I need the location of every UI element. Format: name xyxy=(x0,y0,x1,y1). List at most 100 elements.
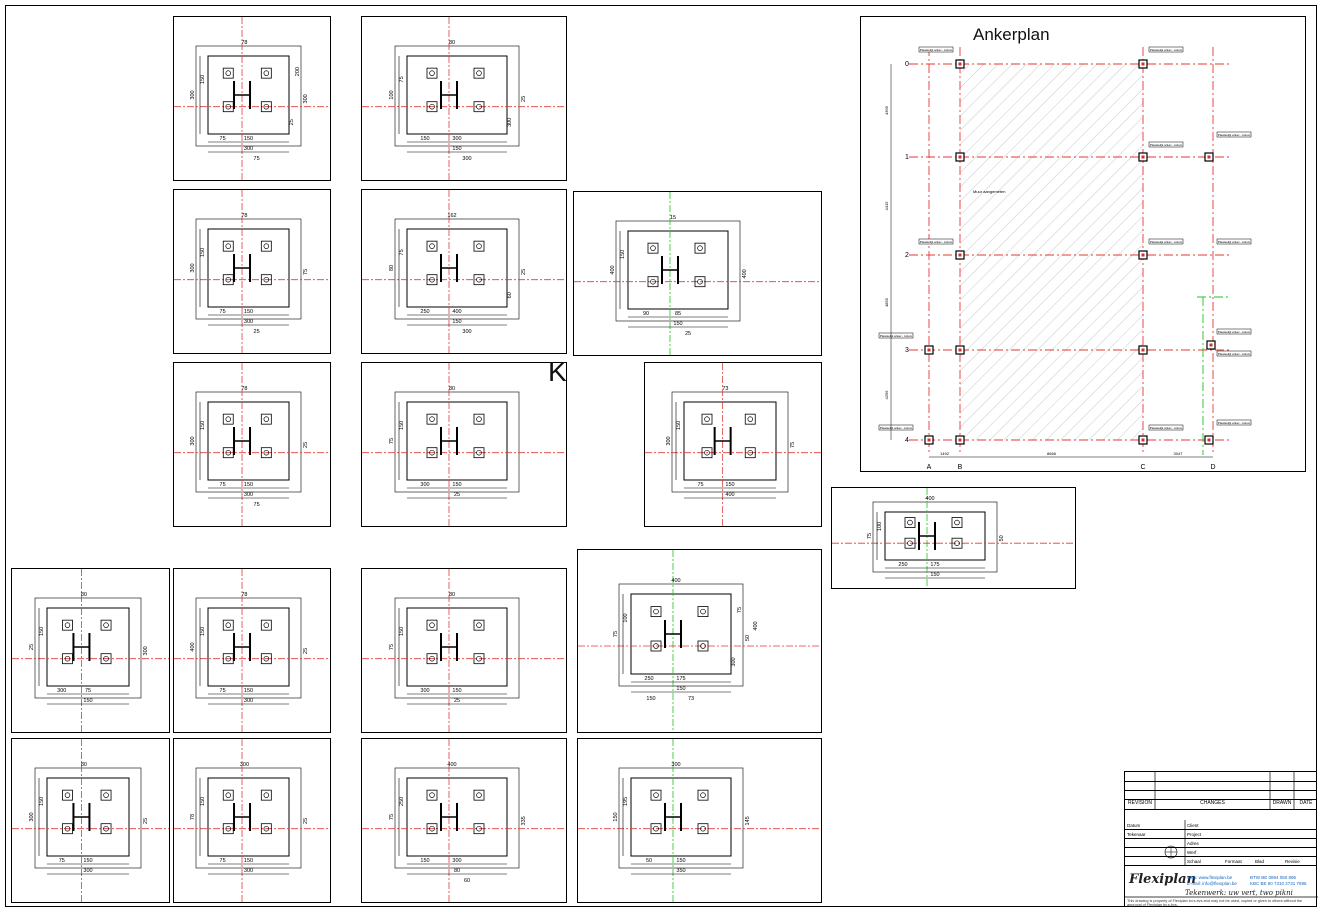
anchor-bolt-square xyxy=(647,242,659,254)
anchor-bolt-hole xyxy=(747,449,753,456)
dimension-label: 150 xyxy=(452,319,461,325)
dimension-label: 25 xyxy=(521,96,527,102)
anchor-bolt-hole xyxy=(476,276,482,283)
axis-label-column: A xyxy=(927,464,932,471)
dimension-frame xyxy=(34,767,142,869)
axis-label-row: 1 xyxy=(905,154,909,161)
dimension-label: 150 xyxy=(200,627,206,636)
dimension-frame xyxy=(615,220,741,322)
dimension-label: 300 xyxy=(244,868,253,874)
anchor-bolt-hole xyxy=(429,825,435,832)
anchor-bolt-square xyxy=(426,447,438,459)
anchor-callout-label: Plaatselijk anker - kolom xyxy=(1218,330,1251,334)
dimension-label: 300 xyxy=(190,90,196,99)
anchor-bolt-square xyxy=(650,606,662,617)
dimension-label: 75 xyxy=(85,688,91,694)
anchor-bolt-hole xyxy=(476,243,482,249)
dimension-label: 150 xyxy=(83,698,92,704)
contact-email[interactable]: E-mail: info@flexiplan.be xyxy=(1187,880,1237,886)
anchor-bolt-hole xyxy=(653,608,659,615)
anchor-bolt-hole xyxy=(64,655,71,662)
axis-label-row: 4 xyxy=(905,437,909,444)
dimension-label: 150 xyxy=(244,688,253,694)
dimension-label: 150 xyxy=(676,858,685,864)
anchor-bolt-square xyxy=(260,274,272,286)
base-plate-outline xyxy=(406,228,508,308)
dimension-label: 400 xyxy=(671,578,680,584)
anchor-bolt-square xyxy=(951,537,963,549)
dimension-label: 75 xyxy=(220,309,226,315)
dimension-label: 80 xyxy=(449,386,455,392)
anchor-bolt-hole xyxy=(225,622,231,628)
anchor-bolt-square xyxy=(697,823,709,835)
dimension-label: 350 xyxy=(676,868,685,874)
dimension-label: 80 xyxy=(449,40,455,46)
axis-label-row: 0 xyxy=(905,61,909,68)
anchor-bolt-hole xyxy=(697,245,703,251)
anchor-bolt-hole xyxy=(476,103,482,110)
column-anchor-center xyxy=(958,348,962,352)
dimension-label: 150 xyxy=(244,136,253,142)
side-dimension-label: 4395 xyxy=(884,105,889,115)
anchor-bolt-hole xyxy=(704,449,710,456)
base-plate-outline xyxy=(207,55,290,135)
contact-web[interactable]: Web: www.flexiplan.be xyxy=(1187,875,1233,880)
anchor-bolt-hole xyxy=(704,416,710,422)
anchor-bolt-hole xyxy=(64,792,71,798)
anchor-bolt-square xyxy=(473,447,485,459)
anchor-bolt-hole xyxy=(476,70,482,76)
anchor-bolt-hole xyxy=(103,655,109,662)
dimension-label: 150 xyxy=(244,482,253,488)
dimension-label: 25 xyxy=(454,698,460,704)
anchor-bolt-square xyxy=(647,276,659,288)
anchor-bolt-hole xyxy=(650,245,656,251)
contact-block: Web: www.flexiplan.be E-mail: info@flexi… xyxy=(1187,875,1237,886)
dimension-label: 80 xyxy=(81,762,87,768)
anchor-bolt-hole xyxy=(954,519,960,526)
anchor-bolt-square xyxy=(260,67,272,79)
base-plate-outline xyxy=(207,607,290,687)
field-werf: Werf xyxy=(1187,850,1197,855)
dimension-label: 400 xyxy=(447,762,456,768)
anchor-bolt-hole xyxy=(263,416,270,422)
anchor-bolt-hole xyxy=(263,276,270,283)
stray-letter-k: K xyxy=(548,356,567,387)
revision-header-row: REVISION CHANGES DRAWN DATE xyxy=(1125,799,1316,810)
dimension-label: 150 xyxy=(452,146,461,152)
dimension-label: 195 xyxy=(623,797,629,806)
anchor-bolt-square xyxy=(100,619,112,631)
dimension-frame xyxy=(394,391,520,493)
dimension-label: 150 xyxy=(420,858,429,864)
dimension-label: 60 xyxy=(507,292,513,298)
dimension-label: 300 xyxy=(57,688,66,694)
anchor-bolt-hole xyxy=(653,792,659,798)
dimension-label: 175 xyxy=(676,676,685,682)
title-block-lines xyxy=(1125,772,1318,898)
dimension-label: 80 xyxy=(449,592,455,598)
column-anchor-center xyxy=(1141,155,1145,159)
drawn-header: DRAWN xyxy=(1272,800,1292,806)
base-plate-outline xyxy=(46,777,130,857)
column-anchor-center xyxy=(958,155,962,159)
